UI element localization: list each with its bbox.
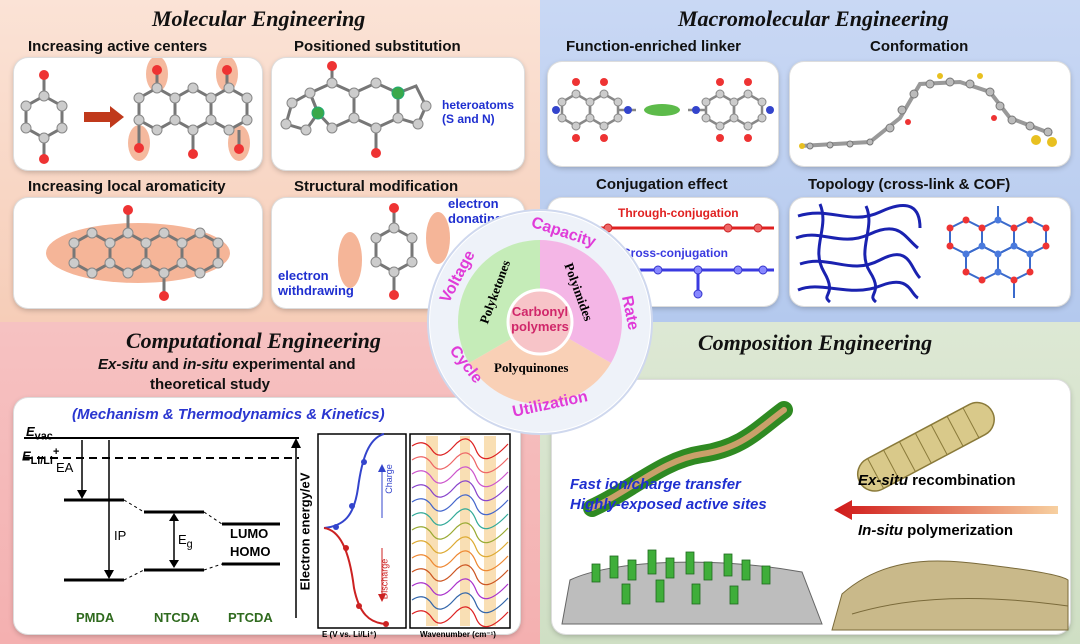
positioned-substitution-label: Positioned substitution bbox=[294, 38, 461, 55]
eli-subscript: Li/Li bbox=[30, 454, 53, 467]
conformation-label: Conformation bbox=[870, 38, 969, 55]
conjugation-panel: Through-conjugation Cross-conjugation bbox=[548, 198, 778, 306]
core-word-2: polymers bbox=[511, 319, 569, 334]
exsitu-recombination-label: Ex-situ recombination bbox=[858, 472, 1016, 489]
eli-superscript: + bbox=[52, 446, 60, 458]
mechanism-label: (Mechanism & Thermodynamics & Kinetics) bbox=[72, 406, 385, 423]
exsitu-word: Ex-situ bbox=[858, 472, 909, 489]
composition-title: Composition Engineering bbox=[698, 330, 933, 355]
through-conjugation-label: Through-conjugation bbox=[618, 206, 739, 220]
eg-label: Eg bbox=[178, 532, 193, 551]
experimental-word: experimental and bbox=[228, 356, 356, 373]
ip-label: IP bbox=[114, 528, 127, 543]
active-centers-panel bbox=[14, 58, 262, 170]
insitu-word: In-situ bbox=[858, 522, 903, 539]
ex-situ-word: Ex-situ bbox=[98, 356, 149, 373]
computational-engineering-quadrant: Computational Engineering Ex-situ and in… bbox=[0, 322, 542, 644]
cv-xaxis-label: E (V vs. Li/Li⁺) bbox=[322, 630, 377, 639]
polyquinones-label: Polyquinones bbox=[494, 360, 569, 375]
increasing-active-centers-label: Increasing active centers bbox=[28, 38, 208, 55]
eg-symbol: E bbox=[178, 532, 187, 547]
linker-panel bbox=[548, 62, 778, 166]
exposed-sites-label: Highly-exposed active sites bbox=[570, 496, 767, 513]
ntcda-label: NTCDA bbox=[154, 610, 200, 625]
modified-quinone-structure bbox=[338, 203, 450, 300]
computational-subtitle-line1: Ex-situ and in-situ experimental and bbox=[98, 356, 356, 373]
structural-modification-label: Structural modification bbox=[294, 178, 459, 195]
evac-subscript: vac bbox=[34, 430, 53, 443]
core-word-1: Carbonyl bbox=[511, 304, 569, 319]
cross-conjugation-label: Cross-conjugation bbox=[622, 246, 729, 260]
topology-label: Topology (cross-link & COF) bbox=[808, 176, 1011, 193]
conformation-structure bbox=[799, 73, 1057, 150]
conformation-panel bbox=[790, 62, 1070, 166]
substitution-structure bbox=[280, 61, 432, 158]
electron-withdrawing-label: electron withdrawing bbox=[278, 268, 354, 298]
eli-label: ELi/Li+ bbox=[22, 446, 59, 467]
composition-illustration bbox=[561, 401, 1069, 631]
local-aromaticity-panel bbox=[14, 198, 262, 308]
active-centers-structures bbox=[20, 58, 253, 164]
ptcda-label: PTCDA bbox=[228, 610, 273, 625]
energy-level-diagram bbox=[24, 433, 511, 629]
pmda-label: PMDA bbox=[76, 610, 115, 625]
topology-diagrams bbox=[795, 203, 1050, 304]
molecular-title: Molecular Engineering bbox=[152, 6, 366, 31]
function-linker-label: Function-enriched linker bbox=[566, 38, 742, 55]
molecular-engineering-quadrant: Molecular Engineering Increasing active … bbox=[0, 0, 542, 324]
eg-subscript: g bbox=[186, 538, 193, 551]
topology-panel bbox=[790, 198, 1070, 306]
recombination-word: recombination bbox=[908, 472, 1016, 489]
polymerization-word: polymerization bbox=[903, 522, 1014, 539]
ea-label: EA bbox=[56, 460, 74, 475]
anthraquinone-structure bbox=[46, 205, 230, 301]
heteroatoms-label: heteroatoms (S and N) bbox=[442, 98, 515, 126]
macromolecular-engineering-quadrant: Macromolecular Engineering Function-enri… bbox=[540, 0, 1080, 324]
evac-label: Evac bbox=[26, 424, 53, 443]
positioned-substitution-panel: heteroatoms (S and N) bbox=[272, 58, 524, 170]
lumo-label: LUMO bbox=[230, 526, 269, 541]
insitu-polymerization-label: In-situ polymerization bbox=[858, 522, 1013, 539]
computational-subtitle-line2: theoretical study bbox=[150, 376, 271, 393]
computational-panel: (Mechanism & Thermodynamics & Kinetics) bbox=[14, 398, 520, 634]
composition-panel: Fast ion/charge transfer Highly-exposed … bbox=[552, 380, 1070, 634]
fast-transfer-label: Fast ion/charge transfer bbox=[570, 476, 741, 493]
linker-structure bbox=[552, 78, 774, 142]
homo-label: HOMO bbox=[230, 544, 271, 559]
macromolecular-title: Macromolecular Engineering bbox=[678, 6, 949, 31]
and-word: and bbox=[148, 356, 184, 373]
ir-xaxis-label: Wavenumber (cm⁻¹) bbox=[420, 630, 496, 639]
in-situ-word: in-situ bbox=[183, 356, 229, 373]
local-aromaticity-label: Increasing local aromaticity bbox=[28, 178, 226, 195]
computational-title: Computational Engineering bbox=[126, 328, 381, 353]
conjugation-effect-label: Conjugation effect bbox=[596, 176, 728, 193]
evac-symbol: E bbox=[26, 424, 35, 439]
eli-symbol: E bbox=[22, 448, 31, 464]
center-core-label: Carbonyl polymers bbox=[506, 304, 574, 334]
